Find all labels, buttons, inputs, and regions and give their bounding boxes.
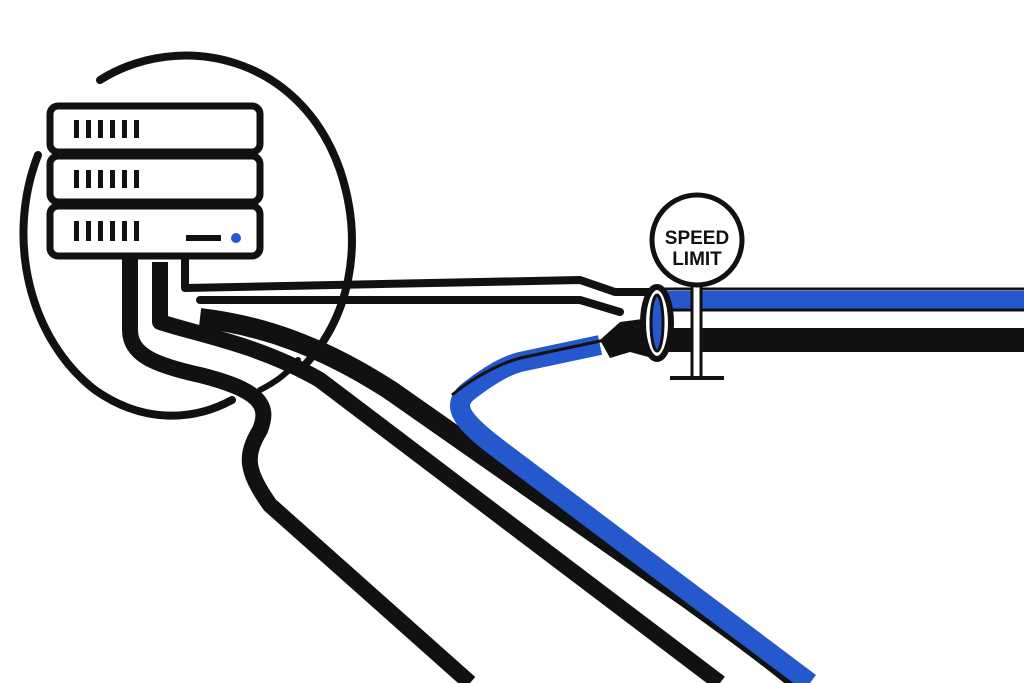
- orbit-arc-outer: [96, 51, 356, 374]
- pipe-collar-inner: [649, 293, 665, 353]
- vent-slots: [74, 120, 139, 241]
- pipe-black-bottom: [660, 328, 1024, 352]
- road-line-4-edge: [451, 338, 606, 397]
- data-pipe: [600, 284, 1024, 362]
- server-cable: [181, 254, 659, 316]
- status-light-icon: [231, 233, 241, 243]
- cable-upper: [181, 254, 659, 296]
- orbit-arc-inner-left: [19, 151, 236, 420]
- speed-limit-sign-icon: [649, 192, 745, 288]
- road-lines: [122, 258, 817, 683]
- server-rack-icon: [46, 102, 264, 260]
- road-line-2: [152, 262, 725, 683]
- sign-line-1: SPEED: [665, 228, 729, 249]
- cable-lower: [196, 296, 624, 316]
- pipe-funnel: [600, 318, 652, 358]
- road-line-1: [122, 258, 476, 683]
- server-unit-3: [46, 202, 264, 260]
- server-unit-2: [46, 152, 264, 206]
- server-unit-1: [46, 102, 264, 156]
- road-line-4: [450, 335, 817, 683]
- drive-slot: [186, 235, 221, 241]
- speed-limit-sign: SPEED LIMIT: [649, 192, 745, 380]
- sign-post: [690, 280, 703, 380]
- sign-line-2: LIMIT: [672, 249, 722, 270]
- pipe-blue-top: [660, 291, 1024, 309]
